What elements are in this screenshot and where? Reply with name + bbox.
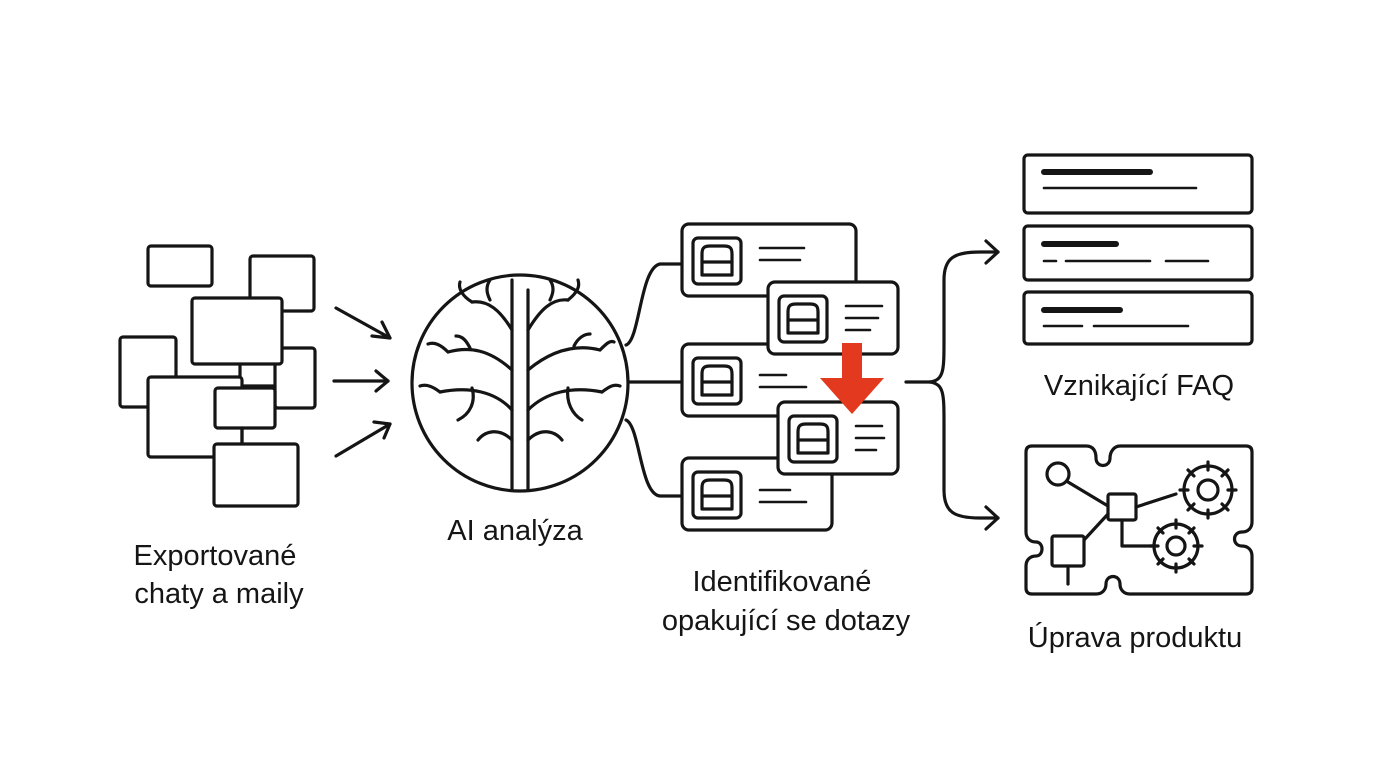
question-cards-icon — [680, 222, 900, 532]
faq-item — [1022, 153, 1254, 215]
brain-tree-circle-icon — [410, 273, 630, 493]
down-arrow-icon — [820, 343, 884, 414]
question-card — [766, 280, 900, 356]
faq-item — [1022, 290, 1254, 346]
identified-label: Identifikované opakující se dotazy — [662, 566, 911, 637]
question-card — [776, 400, 900, 476]
cards-to-outputs-connectors — [904, 239, 1000, 531]
faq-item — [1022, 224, 1254, 282]
ai-to-cards-connectors — [624, 262, 686, 498]
product-label: Úprava produktu — [1028, 621, 1242, 654]
gears-circuit-icon — [1024, 444, 1254, 596]
question-card — [680, 456, 834, 532]
input-arrows — [332, 306, 392, 458]
faq-list-icon — [1022, 153, 1254, 346]
identified-label-line1: Identifikované — [692, 566, 871, 598]
stacked-message-boxes-icon — [118, 244, 317, 508]
source-label-line1: Exportované — [134, 540, 297, 572]
gear-icon — [1148, 518, 1204, 574]
source-label-line2: chaty a maily — [134, 578, 304, 610]
faq-label: Vznikající FAQ — [1044, 370, 1234, 402]
gear-icon — [1178, 460, 1238, 520]
question-card — [680, 222, 858, 298]
analysis-label: AI analýza — [447, 515, 583, 547]
question-card — [680, 342, 858, 418]
source-label: Exportované chaty a maily — [134, 540, 305, 610]
identified-label-line2: opakující se dotazy — [662, 605, 911, 637]
